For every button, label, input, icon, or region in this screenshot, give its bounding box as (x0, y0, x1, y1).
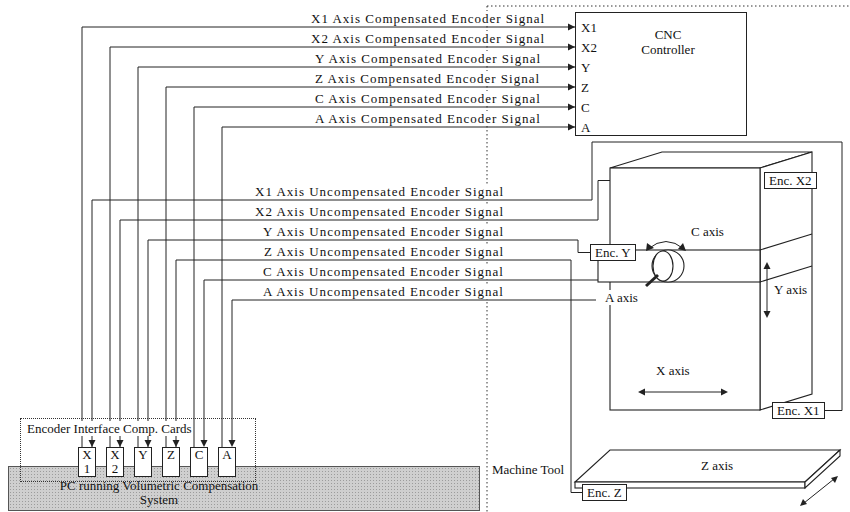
box-label: PC running Volumetric Compensation Syste… (44, 479, 274, 507)
input-label: Z (580, 80, 590, 95)
signal-connector (194, 104, 575, 448)
group-title: Encoder Interface Comp. Cards (26, 421, 193, 436)
box-label: C (191, 448, 207, 462)
machine-table (575, 450, 840, 488)
signal-connector (222, 124, 575, 448)
box-label: X 1 (79, 448, 95, 476)
signal-connector (82, 24, 575, 448)
rotary-head (646, 250, 684, 286)
signal-connector (145, 240, 591, 447)
arrow-heads (201, 440, 236, 447)
arrow-head (568, 64, 575, 71)
signal-label: Z Axis Uncompensated Encoder Signal (263, 244, 505, 259)
region-label: Machine Tool (491, 462, 565, 477)
signal-connector (166, 84, 575, 448)
signal-connector (89, 142, 843, 447)
signal-label: A Axis Uncompensated Encoder Signal (262, 284, 505, 299)
signal-label: X1 Axis Uncompensated Encoder Signal (254, 184, 505, 199)
input-label: X2 (580, 40, 598, 55)
box-label: Enc. X2 (769, 173, 812, 188)
box-label: Enc. X1 (777, 403, 820, 418)
axis-label: Z axis (700, 458, 734, 473)
signal-label: X2 Axis Compensated Encoder Signal (310, 31, 546, 46)
machine-column (598, 152, 812, 410)
input-label: X1 (580, 20, 598, 35)
encoder-box: Enc. X1 (772, 402, 825, 419)
box-label: A (219, 448, 235, 462)
box-label: Enc. Z (587, 485, 622, 500)
signal-label: Y Axis Compensated Encoder Signal (314, 51, 542, 66)
interface-card: Z (162, 447, 180, 477)
arrow-head (145, 440, 152, 447)
signal-wire (204, 280, 598, 441)
signal-label: C Axis Uncompensated Encoder Signal (262, 264, 505, 279)
interface-card: X 2 (106, 447, 124, 477)
box-label: Enc. Y (595, 245, 631, 260)
encoder-box: Enc. X2 (764, 172, 817, 189)
box-label: Z (163, 448, 179, 462)
axis-label: Y axis (773, 282, 808, 297)
axis-label: X axis (655, 363, 691, 378)
arrow-head (568, 84, 575, 91)
box-label: X 2 (107, 448, 123, 476)
signal-label: X2 Axis Uncompensated Encoder Signal (254, 204, 505, 219)
signal-label: X1 Axis Compensated Encoder Signal (310, 11, 546, 26)
axis-label: A axis (604, 290, 639, 305)
interface-card: A (218, 447, 236, 477)
box-label: Y (135, 448, 151, 462)
arrow-head (568, 104, 575, 111)
signal-label: C Axis Compensated Encoder Signal (314, 91, 542, 106)
machine-boundary (487, 6, 850, 512)
controller-box: CNC Controller (575, 12, 747, 136)
arrow-head (568, 24, 575, 31)
interface-card: X 1 (78, 447, 96, 477)
input-label: C (580, 100, 591, 115)
arrow-head (568, 124, 575, 131)
signal-connector (110, 44, 575, 448)
signal-connector (173, 260, 583, 493)
signal-label: Z Axis Compensated Encoder Signal (314, 71, 541, 86)
encoder-box: Enc. Y (590, 244, 636, 261)
arrow-head (89, 440, 96, 447)
encoder-box: Enc. Z (582, 484, 627, 501)
signal-label: Y Axis Uncompensated Encoder Signal (262, 224, 505, 239)
input-label: A (580, 120, 591, 135)
card-group: Encoder Interface Comp. Cards X 1 X 2 YZCA (20, 418, 256, 482)
signal-label: A Axis Compensated Encoder Signal (314, 111, 542, 126)
arrow-head (568, 44, 575, 51)
axis-label: C axis (690, 224, 725, 239)
arrow-head (117, 440, 124, 447)
input-label: Y (580, 60, 591, 75)
interface-card: Y (134, 447, 152, 477)
interface-card: C (190, 447, 208, 477)
arrow-head (173, 440, 180, 447)
box-label: CNC Controller (636, 27, 700, 57)
